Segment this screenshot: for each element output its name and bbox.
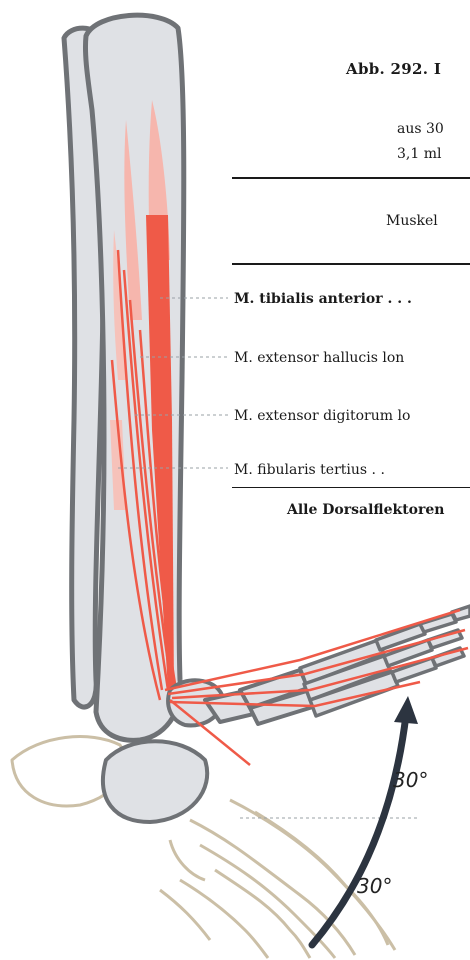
foot-bones <box>300 606 470 716</box>
table-top-rule <box>232 177 470 179</box>
figure-title: Abb. 292. I <box>346 60 441 78</box>
muscle-label-extensor-hallucis: M. extensor hallucis lon <box>234 350 404 366</box>
subtitle-line-2: 3,1 ml <box>397 146 441 162</box>
subtitle-line-1: aus 30 <box>397 121 444 137</box>
muscle-label-tibialis-anterior: M. tibialis anterior . . . <box>234 291 412 307</box>
total-label: Alle Dorsalflektoren <box>287 502 444 518</box>
muscle-label-fibularis-tertius: M. fibularis tertius . . <box>234 462 385 478</box>
angle-label-upper: 30° <box>393 768 428 792</box>
range-of-motion-arrow <box>312 715 406 945</box>
column-header-muskel: Muskel <box>386 213 438 229</box>
arrowhead-icon <box>394 696 418 724</box>
table-header-rule <box>232 263 470 265</box>
table-bottom-rule <box>232 487 470 488</box>
muscle-label-extensor-digitorum: M. extensor digitorum lo <box>234 408 410 424</box>
angle-label-lower: 30° <box>357 874 392 898</box>
